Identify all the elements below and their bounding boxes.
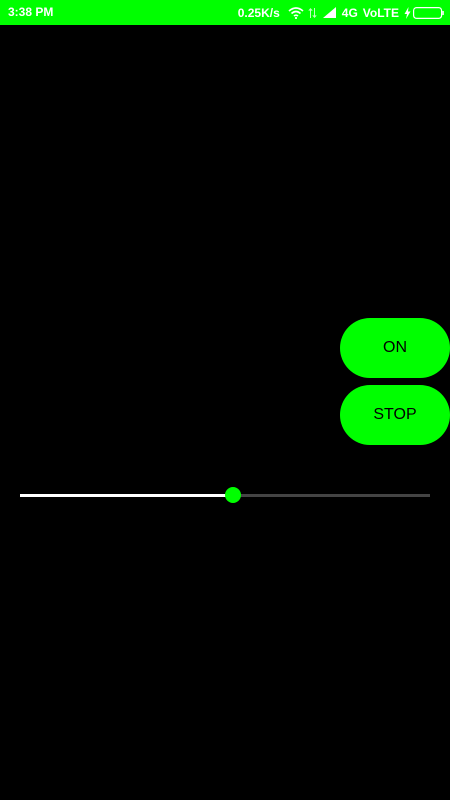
status-time: 3:38 PM <box>8 5 54 19</box>
battery-icon <box>413 6 444 19</box>
charging-bolt-icon <box>404 6 411 19</box>
network-speed: 0.25K/s <box>237 5 280 20</box>
on-button[interactable]: ON <box>340 318 450 378</box>
seek-slider[interactable] <box>20 484 430 506</box>
status-icons: 0.25K/s 4G VoLTE <box>238 3 444 22</box>
signal-icon <box>322 7 336 18</box>
volte-indicator: VoLTE <box>362 5 399 20</box>
slider-thumb[interactable] <box>225 487 241 503</box>
status-bar: 3:38 PM 0.25K/s 4G VoLTE <box>0 0 450 25</box>
data-arrows-icon <box>308 7 317 19</box>
slider-fill <box>20 493 233 497</box>
network-type: 4G <box>341 5 358 20</box>
wifi-icon <box>288 6 304 19</box>
stop-button[interactable]: STOP <box>340 385 450 445</box>
